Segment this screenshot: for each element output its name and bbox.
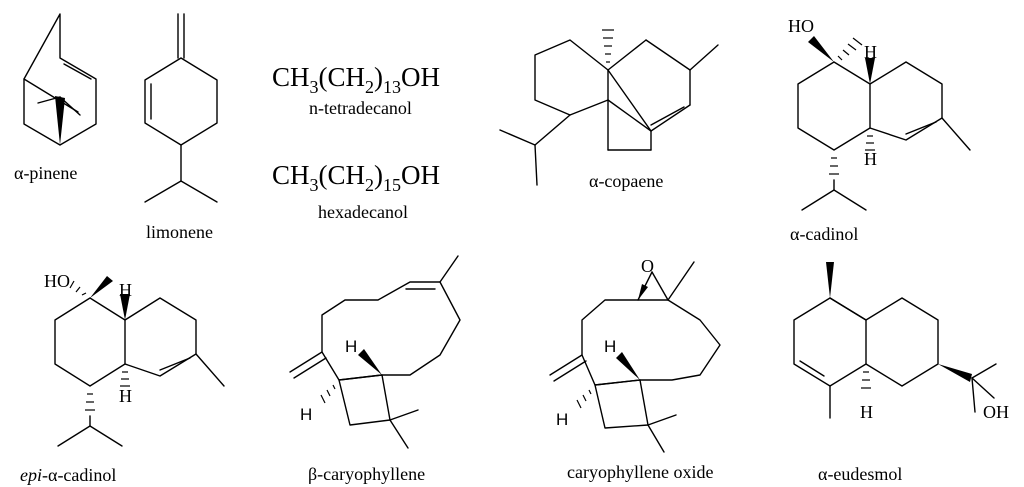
- epi-alpha-cadinol-structure: [54, 276, 225, 447]
- caryophyllene-oxide-h-bottom: H: [556, 410, 568, 429]
- beta-caryophyllene-h-top: H: [345, 337, 357, 356]
- hexadecanol-label: hexadecanol: [318, 202, 408, 222]
- beta-caryophyllene-label: β-caryophyllene: [308, 464, 425, 484]
- alpha-pinene-label: α-pinene: [14, 163, 77, 183]
- epi-alpha-cadinol-label: epi-α-cadinol: [20, 465, 116, 485]
- alpha-eudesmol-h: H: [860, 402, 873, 422]
- caryophyllene-oxide-label: caryophyllene oxide: [567, 462, 713, 482]
- alpha-eudesmol-label: α-eudesmol: [818, 464, 902, 484]
- epi-alpha-cadinol-ho: HO: [44, 271, 70, 291]
- tetradecanol-formula: CH3(CH2)13OH: [272, 62, 440, 97]
- alpha-pinene-structure: [23, 13, 97, 146]
- caryophyllene-oxide-structure: [549, 261, 721, 453]
- limonene-structure: [144, 13, 218, 203]
- hexadecanol-formula: CH3(CH2)15OH: [272, 160, 440, 195]
- alpha-copaene-structure: [499, 29, 719, 186]
- tetradecanol-label: n-tetradecanol: [309, 98, 412, 118]
- epi-alpha-cadinol-h-bottom: H: [119, 386, 132, 406]
- beta-caryophyllene-h-bottom: H: [300, 405, 312, 424]
- alpha-eudesmol-structure: [793, 262, 997, 419]
- alpha-cadinol-ho: HO: [788, 16, 814, 36]
- beta-caryophyllene-structure: [289, 255, 461, 449]
- alpha-cadinol-h-top: H: [864, 42, 877, 62]
- alpha-cadinol-structure: [797, 36, 971, 211]
- caryophyllene-oxide-o: O: [641, 256, 654, 276]
- alpha-cadinol-label: α-cadinol: [790, 224, 858, 244]
- epi-alpha-cadinol-h-top: H: [119, 280, 132, 300]
- alpha-copaene-label: α-copaene: [589, 171, 663, 191]
- alpha-eudesmol-oh: OH: [983, 402, 1009, 422]
- caryophyllene-oxide-h-top: H: [604, 337, 616, 356]
- alpha-cadinol-h-bottom: H: [864, 149, 877, 169]
- limonene-label: limonene: [146, 222, 213, 242]
